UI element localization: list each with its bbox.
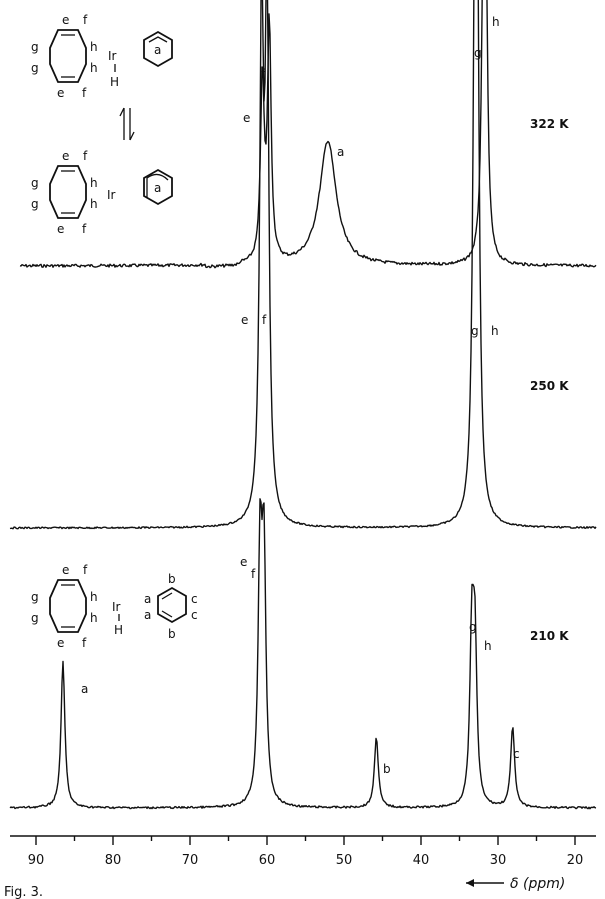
x-tick-label-90: 90 bbox=[28, 853, 45, 868]
x-tick-label-40: 40 bbox=[413, 853, 430, 868]
figure-caption: Fig. 3. bbox=[4, 885, 43, 899]
spectrum-210k-trace bbox=[9, 498, 597, 810]
cod-label-h: h bbox=[90, 590, 98, 604]
cod-label-e: e bbox=[62, 563, 69, 577]
cyclohexadienyl-ring bbox=[143, 168, 173, 206]
spectrum-322k-trace bbox=[19, 0, 597, 269]
ring-double-bond bbox=[161, 610, 173, 618]
cod-label-g: g bbox=[31, 61, 39, 75]
cod-label-f: f bbox=[83, 149, 88, 163]
peak-label-210-h: h bbox=[484, 639, 492, 653]
cod-label-h: h bbox=[90, 176, 98, 190]
temp-label-210k: 210 K bbox=[530, 629, 569, 643]
cod-ring bbox=[49, 29, 87, 83]
cod-label-h: h bbox=[90, 40, 98, 54]
structure-cod-ir-hydride-top: e f g g h h e f Ir H a bbox=[31, 13, 173, 100]
cod-label-f: f bbox=[82, 86, 87, 100]
cod-label-f: f bbox=[82, 636, 87, 650]
cod-label-e: e bbox=[62, 149, 69, 163]
peak-label-210-g: g bbox=[469, 620, 477, 634]
spectrum-250k-trace bbox=[9, 0, 597, 530]
cod-label-h: h bbox=[90, 611, 98, 625]
x-axis-label: δ (ppm) bbox=[510, 876, 565, 892]
cod-label-f: f bbox=[83, 563, 88, 577]
peak-label-250-e: e bbox=[241, 313, 248, 327]
cod-label-e: e bbox=[57, 636, 64, 650]
peak-label-210-c: c bbox=[513, 747, 520, 761]
ring-double-bond bbox=[161, 592, 173, 600]
temp-label-250k: 250 K bbox=[530, 379, 569, 393]
spectrum-250k bbox=[9, 0, 597, 530]
x-tick-label-30: 30 bbox=[490, 853, 507, 868]
cod-label-e: e bbox=[62, 13, 69, 27]
peak-label-322-a: a bbox=[337, 145, 344, 159]
peak-label-322-f: f bbox=[261, 67, 266, 81]
peak-label-250-g: g bbox=[471, 324, 479, 338]
hydride-label: H bbox=[114, 623, 123, 637]
iridium-label: Ir bbox=[112, 600, 121, 614]
cod-label-g: g bbox=[31, 40, 39, 54]
cod-label-g: g bbox=[31, 176, 39, 190]
x-tick-label-70: 70 bbox=[182, 853, 199, 868]
cod-label-e: e bbox=[57, 86, 64, 100]
peak-label-250-f: f bbox=[262, 313, 267, 327]
ring-label-c: c bbox=[191, 608, 198, 622]
x-tick-label-50: 50 bbox=[336, 853, 353, 868]
cod-label-h: h bbox=[90, 197, 98, 211]
ring-label-a: a bbox=[144, 592, 151, 606]
x-axis: 90 80 70 60 50 40 30 20 δ (ppm) bbox=[10, 835, 596, 892]
spectrum-210k bbox=[9, 498, 597, 810]
peak-label-210-a: a bbox=[81, 682, 88, 696]
ring-label-a: a bbox=[154, 181, 161, 195]
structure-cod-ir-top-lower: e f g g h h e f Ir a bbox=[31, 149, 173, 236]
ring-diene-bond bbox=[148, 36, 168, 43]
cyclohexadienyl-ring bbox=[143, 30, 173, 68]
x-tick-label-80: 80 bbox=[105, 853, 122, 868]
x-tick-label-20: 20 bbox=[567, 853, 584, 868]
peak-label-322-e: e bbox=[243, 111, 250, 125]
cod-label-g: g bbox=[31, 611, 39, 625]
peak-label-322-g: g bbox=[474, 46, 482, 60]
equilibrium-arrows bbox=[119, 107, 135, 141]
x-axis-ticks: 90 80 70 60 50 40 30 20 bbox=[28, 836, 584, 868]
ring-label-a: a bbox=[154, 43, 161, 57]
cod-label-h: h bbox=[90, 61, 98, 75]
ring-label-a: a bbox=[144, 608, 151, 622]
cod-label-e: e bbox=[57, 222, 64, 236]
x-axis-arrow-icon bbox=[466, 879, 474, 887]
x-tick-label-60: 60 bbox=[259, 853, 276, 868]
peak-label-210-f: f bbox=[251, 567, 256, 581]
spectrum-322k bbox=[19, 0, 597, 269]
cod-ring bbox=[49, 165, 87, 219]
hydride-label: H bbox=[110, 75, 119, 89]
iridium-label: Ir bbox=[107, 188, 116, 202]
cod-label-f: f bbox=[83, 13, 88, 27]
ring-label-b: b bbox=[168, 572, 176, 586]
peak-label-250-h: h bbox=[491, 324, 499, 338]
ring-label-b: b bbox=[168, 627, 176, 641]
peak-label-322-h: h bbox=[492, 15, 500, 29]
ring-allyl-arc bbox=[146, 173, 169, 198]
cod-label-g: g bbox=[31, 197, 39, 211]
cod-label-g: g bbox=[31, 590, 39, 604]
peak-label-210-b: b bbox=[383, 762, 391, 776]
peak-label-210-e: e bbox=[240, 555, 247, 569]
structure-cod-ir-hydride-210k: e f g g h h e f Ir H b a a c c b bbox=[31, 563, 198, 650]
temp-label-322k: 322 K bbox=[530, 117, 569, 131]
cyclohexadiene-ring bbox=[157, 586, 187, 624]
ring-label-c: c bbox=[191, 592, 198, 606]
cod-label-f: f bbox=[82, 222, 87, 236]
iridium-label: Ir bbox=[108, 49, 117, 63]
x-axis-label-group: δ (ppm) bbox=[466, 876, 565, 892]
cod-ring bbox=[49, 579, 87, 633]
